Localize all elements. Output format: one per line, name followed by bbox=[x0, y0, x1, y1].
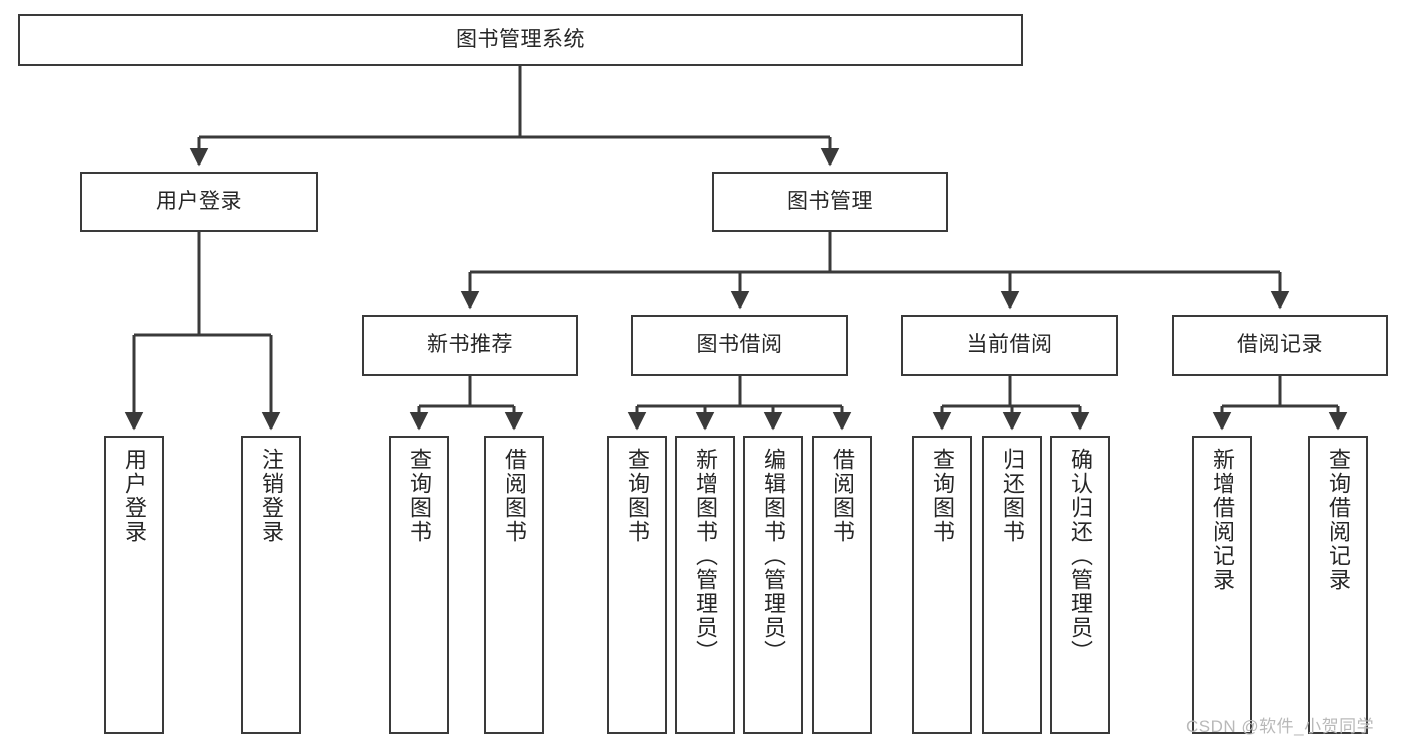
node-label: 借阅图书 bbox=[502, 448, 527, 544]
node-label: 注销登录 bbox=[259, 448, 284, 544]
node-root-system[interactable]: 图书管理系统 bbox=[18, 14, 1023, 66]
node-label: 查询借阅记录 bbox=[1326, 448, 1351, 592]
node-label: 用户登录 bbox=[122, 448, 147, 544]
csdn-watermark: CSDN @软件_小贺同学 bbox=[1186, 717, 1375, 736]
node-leaf-confirm-return[interactable]: 确认归还（管理员） bbox=[1050, 436, 1110, 734]
node-leaf-return-book[interactable]: 归还图书 bbox=[982, 436, 1042, 734]
node-current-borrow[interactable]: 当前借阅 bbox=[901, 315, 1118, 376]
node-leaf-add-record[interactable]: 新增借阅记录 bbox=[1192, 436, 1252, 734]
node-label: 查询图书 bbox=[407, 448, 432, 544]
node-label: 查询图书 bbox=[930, 448, 955, 544]
node-label: 编辑图书（管理员） bbox=[761, 448, 786, 664]
node-label: 确认归还（管理员） bbox=[1068, 448, 1093, 664]
node-label: 新书推荐 bbox=[427, 333, 513, 357]
node-leaf-logout-login[interactable]: 注销登录 bbox=[241, 436, 301, 734]
node-label: 查询图书 bbox=[625, 448, 650, 544]
node-label: 借阅记录 bbox=[1237, 333, 1323, 357]
node-label: 图书管理 bbox=[787, 189, 873, 213]
node-book-manage[interactable]: 图书管理 bbox=[712, 172, 948, 232]
node-label: 新增借阅记录 bbox=[1210, 448, 1235, 592]
node-leaf-query-book-1[interactable]: 查询图书 bbox=[389, 436, 449, 734]
node-leaf-borrow-book-2[interactable]: 借阅图书 bbox=[812, 436, 872, 734]
node-leaf-user-login[interactable]: 用户登录 bbox=[104, 436, 164, 734]
node-borrow-record[interactable]: 借阅记录 bbox=[1172, 315, 1388, 376]
node-leaf-add-book[interactable]: 新增图书（管理员） bbox=[675, 436, 735, 734]
node-label: 图书借阅 bbox=[696, 333, 783, 357]
node-leaf-query-book-3[interactable]: 查询图书 bbox=[912, 436, 972, 734]
node-leaf-query-record[interactable]: 查询借阅记录 bbox=[1308, 436, 1368, 734]
node-book-borrow[interactable]: 图书借阅 bbox=[631, 315, 848, 376]
node-user-login[interactable]: 用户登录 bbox=[80, 172, 318, 232]
node-leaf-edit-book[interactable]: 编辑图书（管理员） bbox=[743, 436, 803, 734]
node-leaf-query-book-2[interactable]: 查询图书 bbox=[607, 436, 667, 734]
node-label: 借阅图书 bbox=[830, 448, 855, 544]
node-label: 图书管理系统 bbox=[456, 27, 585, 51]
node-leaf-borrow-book-1[interactable]: 借阅图书 bbox=[484, 436, 544, 734]
node-label: 新增图书（管理员） bbox=[693, 448, 718, 664]
node-label: 当前借阅 bbox=[966, 333, 1053, 357]
node-label: 用户登录 bbox=[156, 189, 242, 213]
node-new-book-recommend[interactable]: 新书推荐 bbox=[362, 315, 578, 376]
node-label: 归还图书 bbox=[1000, 448, 1025, 544]
